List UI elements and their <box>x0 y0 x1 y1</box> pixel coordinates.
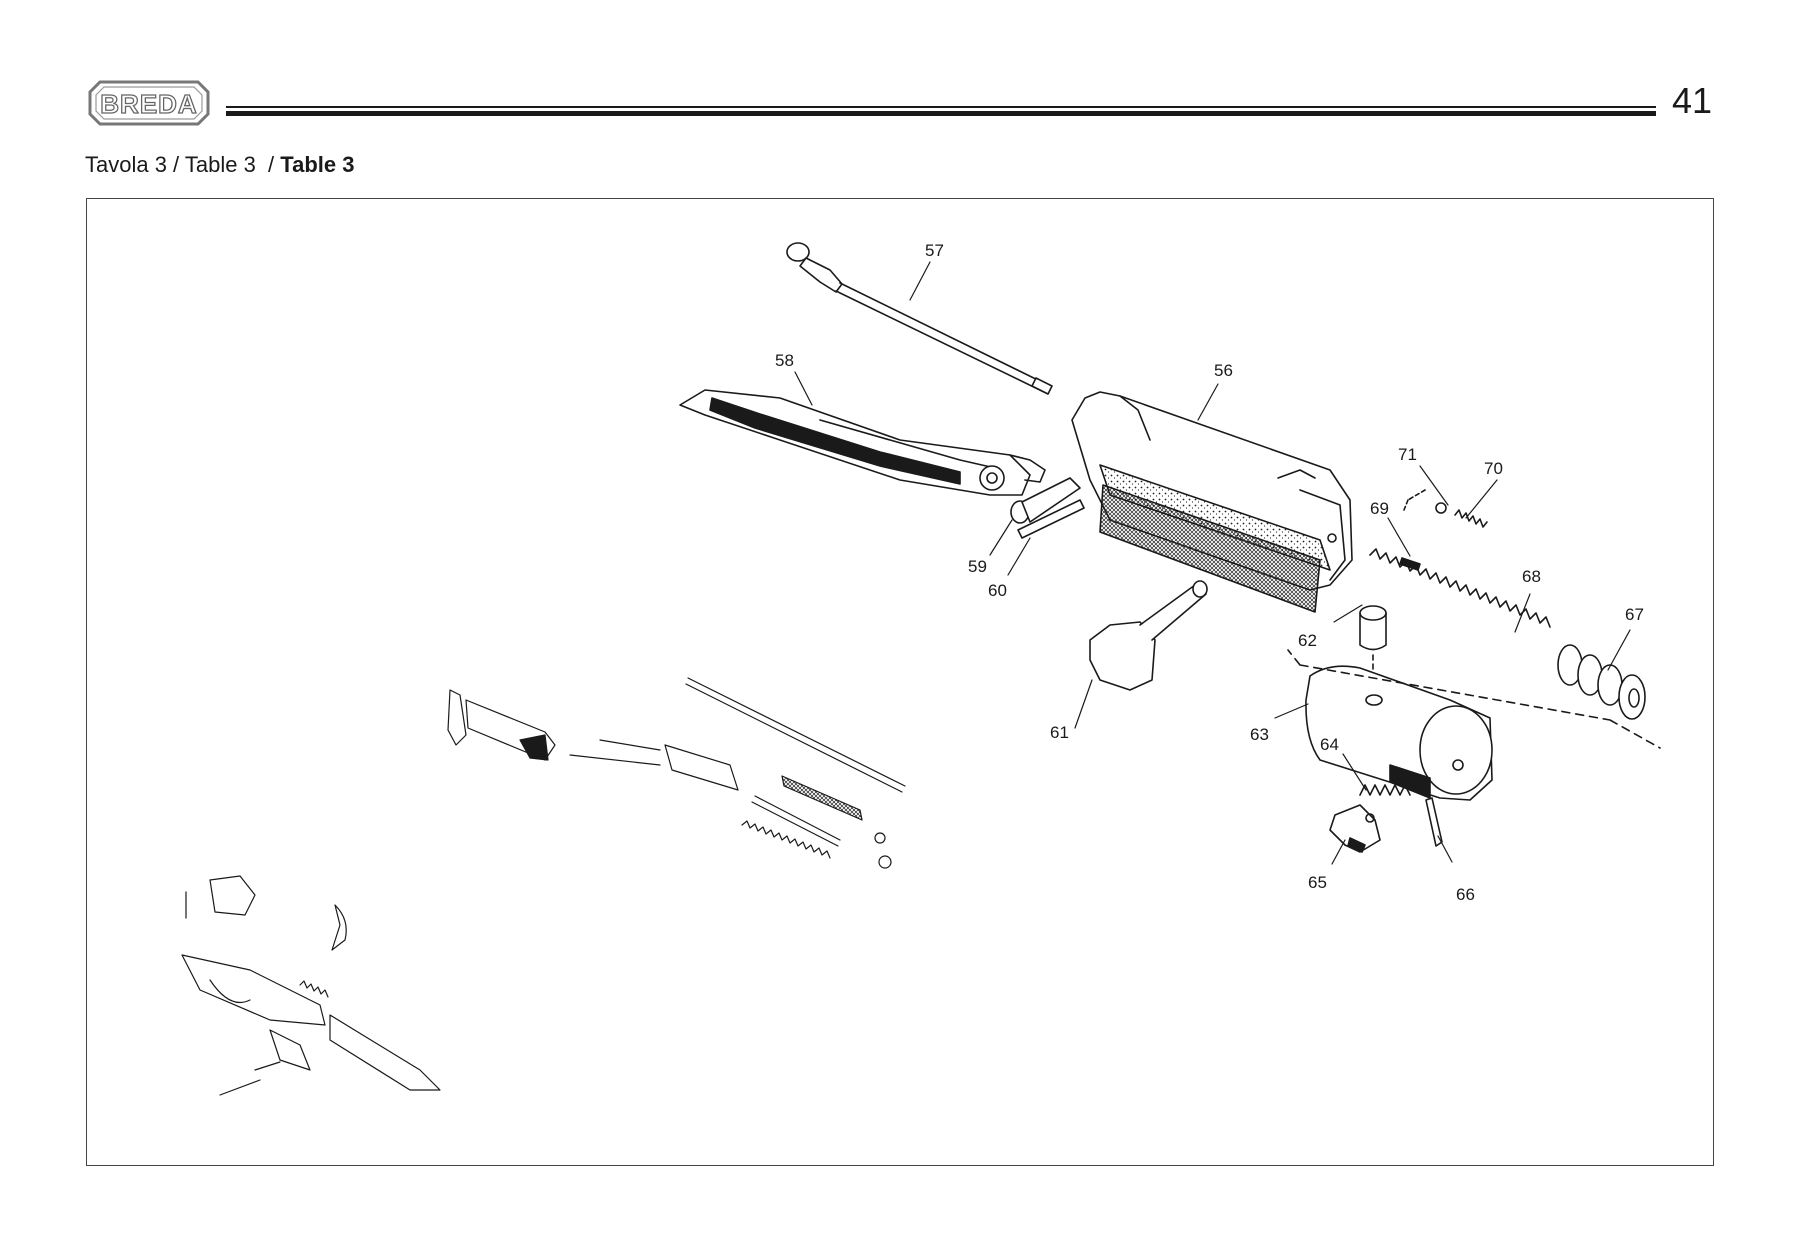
caption-bold: Table 3 <box>280 152 355 177</box>
callout-70: 70 <box>1484 459 1503 478</box>
part-62-cylinder <box>1359 605 1387 701</box>
table-caption: Tavola 3 / Table 3 / Table 3 <box>85 150 354 180</box>
callout-62: 62 <box>1298 631 1317 650</box>
caption-regular: Tavola 3 / Table 3 / <box>85 152 281 177</box>
part-56-bolt <box>1071 391 1353 613</box>
part-63-bolt-head <box>1287 649 1661 801</box>
part-68-spring <box>1369 548 1551 628</box>
callout-59: 59 <box>968 557 987 576</box>
part-57-rod <box>786 242 1053 395</box>
callout-61: 61 <box>1050 723 1069 742</box>
callout-58: 58 <box>775 351 794 370</box>
breda-logo: BREDA <box>88 80 210 126</box>
diagram-frame <box>86 198 1714 1166</box>
callout-69: 69 <box>1370 499 1389 518</box>
page-number: 41 <box>1672 80 1713 121</box>
part-69-pin <box>1399 557 1421 571</box>
part-61-handle <box>1089 580 1208 691</box>
leader-lines <box>794 261 1631 865</box>
part-58-arm <box>679 389 1046 496</box>
callout-63: 63 <box>1250 725 1269 744</box>
logo-text: BREDA <box>100 89 197 119</box>
callout-67: 67 <box>1625 605 1644 624</box>
part-59-pin <box>1010 477 1081 524</box>
part-70-spring <box>1454 509 1488 528</box>
part-66-pin <box>1425 797 1443 847</box>
part-65-extractor <box>1329 804 1381 853</box>
callout-64: 64 <box>1320 735 1339 754</box>
header-rule-thick <box>226 111 1656 116</box>
part-64-spring <box>1359 784 1411 796</box>
part-60-pin <box>1017 499 1085 539</box>
callout-60: 60 <box>988 581 1007 600</box>
part-67-buffer <box>1557 644 1646 720</box>
header-rule-thin <box>226 106 1656 108</box>
callout-57: 57 <box>925 241 944 260</box>
overview-trigger-group <box>181 875 441 1096</box>
callout-71: 71 <box>1398 445 1417 464</box>
callout-56: 56 <box>1214 361 1233 380</box>
callout-66: 66 <box>1456 885 1475 904</box>
callout-68: 68 <box>1522 567 1541 586</box>
part-71-nut <box>1403 489 1447 514</box>
overview-assembly <box>447 677 906 869</box>
callout-65: 65 <box>1308 873 1327 892</box>
